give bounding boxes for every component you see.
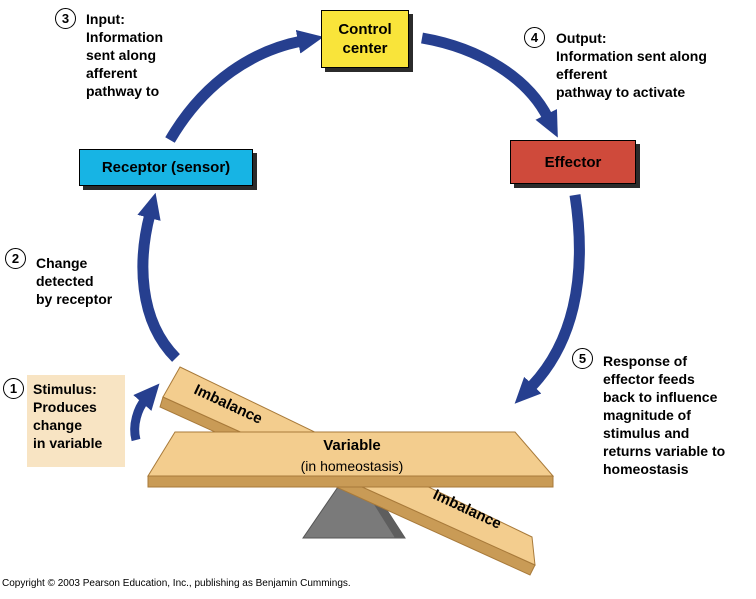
step-1-number: 1 — [3, 378, 24, 399]
step-1-label: Stimulus: Produces change in variable — [33, 381, 103, 451]
arrow-feedback — [514, 194, 585, 404]
effector-label: Effector — [544, 153, 602, 171]
stimulus-panel — [27, 375, 125, 467]
control-center-box: Control center — [321, 10, 409, 68]
step-3-label: Input: Information sent along afferent p… — [86, 11, 163, 99]
effector-box: Effector — [510, 140, 636, 184]
arrow-stimulus — [130, 383, 160, 442]
arrow-afferent — [165, 29, 324, 143]
variable-sublabel: (in homeostasis) — [301, 458, 404, 474]
step-3-number: 3 — [55, 8, 76, 29]
step-2-label: Change detected by receptor — [36, 255, 113, 307]
arrow-efferent — [421, 32, 558, 138]
arrow-detection — [137, 192, 181, 362]
control-center-line-2: center — [342, 40, 388, 57]
control-center-line-1: Control — [338, 21, 392, 38]
variable-board — [147, 431, 555, 488]
step-5-number: 5 — [572, 348, 593, 369]
copyright-notice: Copyright © 2003 Pearson Education, Inc.… — [2, 578, 351, 589]
receptor-label: Receptor (sensor) — [101, 159, 231, 176]
variable-label: Variable — [323, 437, 381, 454]
step-4-number: 4 — [524, 27, 545, 48]
step-5-label: Response of effector feeds back to influ… — [603, 353, 726, 477]
receptor-box: Receptor (sensor) — [79, 149, 253, 186]
step-2-number: 2 — [5, 248, 26, 269]
step-4-label: Output: Information sent along efferent … — [556, 30, 707, 100]
